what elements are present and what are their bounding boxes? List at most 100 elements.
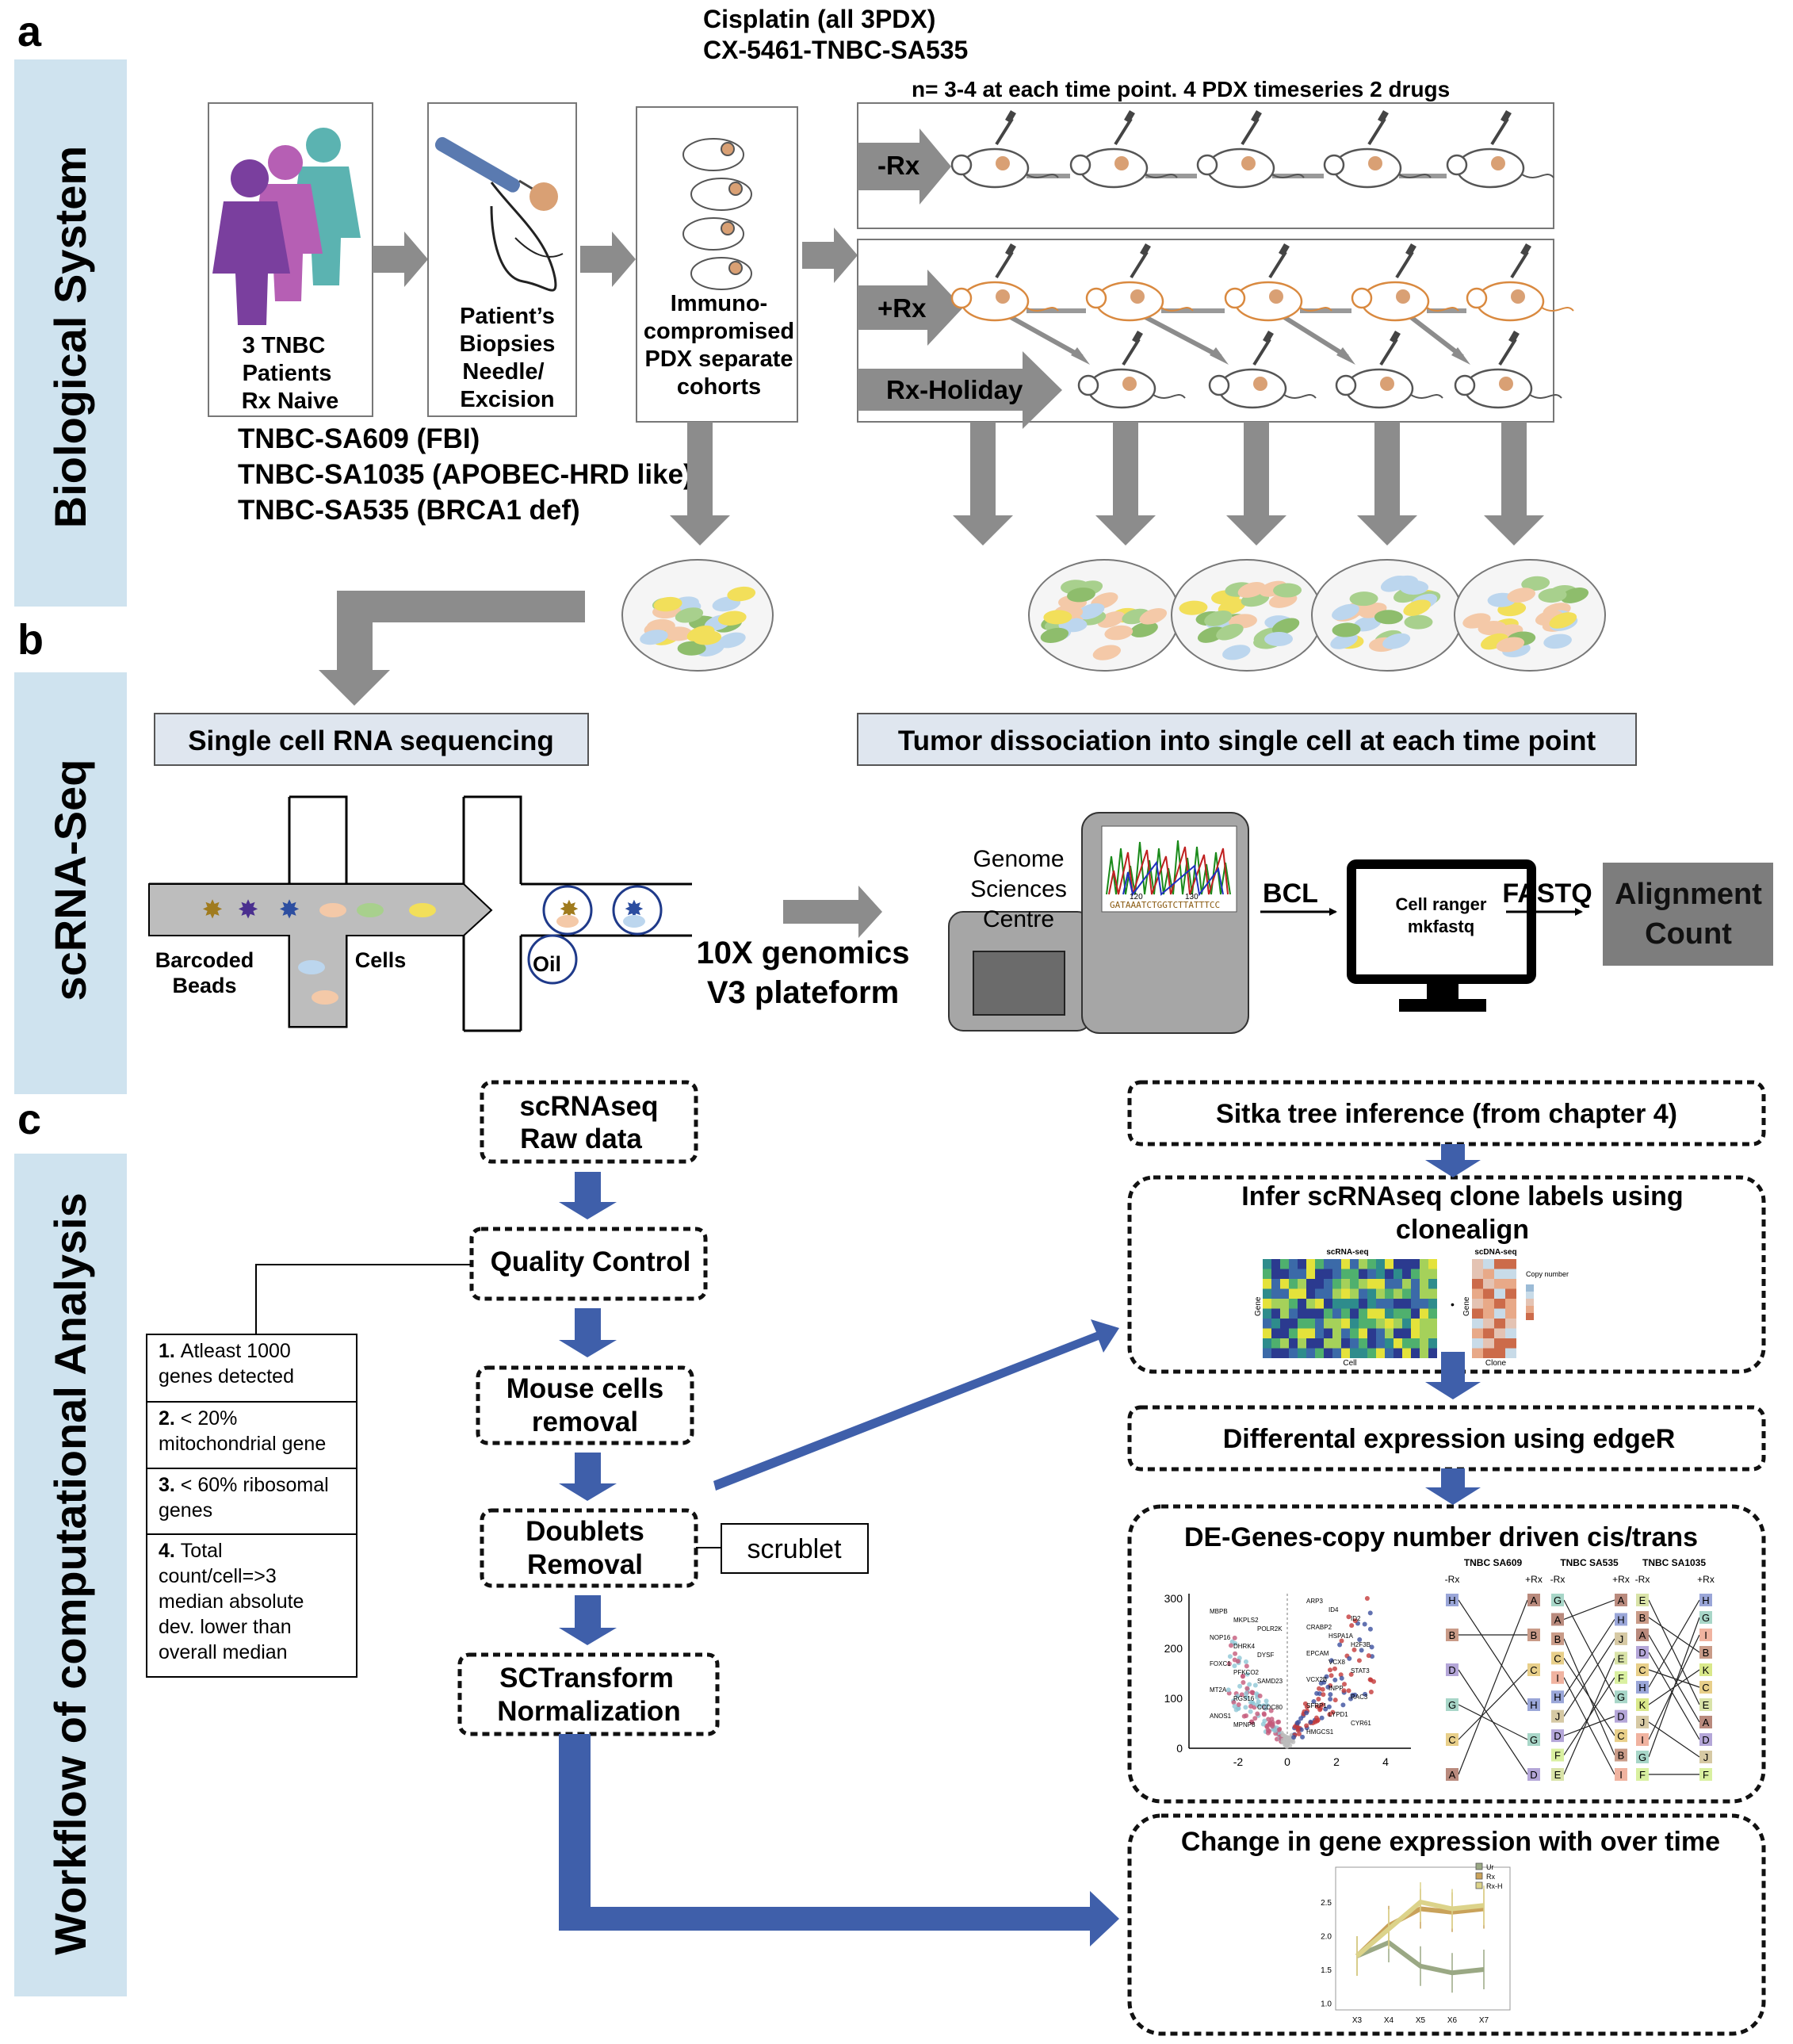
heatmap-cell [1315,1259,1324,1269]
criterion-cell [146,1334,357,1403]
down-arrow-blue [559,1308,617,1357]
cell-blob [1403,599,1431,616]
heatmap-cell [1263,1308,1271,1319]
criterion-text: Total [181,1540,223,1562]
clone-link [1648,1652,1700,1740]
volcano-point [1243,1705,1248,1710]
gene-label: CCDC80 [1257,1704,1283,1711]
mouse-tumor [1511,289,1525,304]
copy-number-cell [1505,1259,1516,1269]
biopsy-icon [434,136,564,292]
time-y-tick: 1.0 [1321,2000,1332,2009]
volcano-point [1332,1666,1337,1671]
clone-label: I [1556,1672,1559,1684]
heatmap-cell [1332,1338,1341,1349]
time-x-tick: X6 [1447,2016,1458,2025]
volcano-point [1233,1651,1238,1656]
clone-badge [1636,1733,1649,1746]
clone-label: C [1448,1734,1455,1746]
holiday-arrowhead [1451,347,1470,365]
heatmap-cell [1420,1279,1428,1289]
heatmap-cell [1315,1269,1324,1279]
criterion-number: 3. [159,1474,181,1496]
heatmap-cell [1402,1288,1411,1299]
biopsy-line-1: Patient’s [460,304,555,329]
volcano-point [1367,1626,1373,1632]
volcano-point [1356,1658,1362,1663]
clone-link [1648,1617,1700,1653]
biopsy-line-3: Needle/ [462,359,544,385]
clone-badge [1699,1698,1712,1711]
volcano-point [1339,1638,1344,1644]
down-arrow [953,422,1013,545]
cell-blob [1560,588,1589,603]
clone-label: D [1638,1647,1646,1659]
criterion-number: 2. [159,1407,181,1430]
sidebar-workflow [14,1154,127,1996]
volcano-point [1317,1686,1322,1691]
heatmap-cell [1306,1259,1315,1269]
heatmap-cell [1298,1319,1306,1329]
syringe-icon [995,117,1014,146]
heatmap-cell [1402,1308,1411,1319]
time-x-tick: X5 [1416,2016,1426,2025]
clone-badge [1551,1748,1564,1762]
clone-badge [1615,1748,1627,1762]
heatmap-cell [1420,1308,1428,1319]
syringe-plunger [1279,243,1290,257]
volcano-point [1240,1674,1245,1679]
heatmap-cell [1298,1338,1306,1349]
clone-link [1648,1617,1700,1758]
cell-blob [1273,583,1302,598]
volcano-point [1339,1675,1344,1681]
heatmap-cell [1393,1288,1402,1299]
syringe-icon [1395,251,1414,279]
copy-number-cell [1483,1319,1494,1329]
volcano-point [1239,1692,1244,1698]
heatmap-cell [1359,1279,1367,1289]
cell-blob [1507,588,1535,603]
cell-blob [693,630,722,645]
heatmap-cell [1393,1338,1402,1349]
clone-link [1458,1599,1528,1775]
holiday-branch [1144,315,1222,359]
mouse-tumor [1122,377,1137,391]
cell-blob [1216,623,1244,641]
heatmap-cell [1385,1308,1393,1319]
heatmap-cell [1428,1319,1437,1329]
mouse-tail [1026,307,1059,312]
volcano-point [1237,1683,1243,1689]
rx-label: +Rx [1525,1574,1543,1585]
clone-badge [1527,1629,1540,1641]
criterion-number: 1. [159,1340,181,1362]
volcano-point [1357,1636,1363,1642]
criterion-line: 2. < 20% [159,1407,237,1430]
clone-badge [1615,1671,1627,1684]
heatmap-cell [1385,1259,1393,1269]
heatmap-cell [1289,1259,1298,1269]
clone-label: J [1640,1717,1646,1728]
heatmap-cell [1332,1348,1341,1358]
clone-badge [1551,1671,1564,1684]
heatmap-cell [1341,1328,1350,1338]
syringe-icon [1498,338,1517,366]
heatmap-cell [1420,1259,1428,1269]
criterion-text: < 20% [181,1407,238,1430]
pdx-mice-icon [682,138,752,290]
heatmap-cell [1385,1348,1393,1358]
clone-table-title: TNBC SA1035 [1642,1557,1706,1568]
cell-blob [1538,588,1567,603]
mouse-tumor [1253,377,1267,391]
panel-c: scRNAseq Raw data Quality Control Mouse … [146,1080,1766,2036]
mouse-head [1069,154,1091,176]
gene-label: EPCAM [1306,1650,1329,1657]
heatmap-cell [1306,1269,1315,1279]
arrow-pdx-to-arms [802,228,858,283]
clone-badge [1615,1729,1627,1743]
clone-link [1648,1599,1700,1705]
heatmap-cell [1420,1299,1428,1309]
clone-badge [1636,1629,1649,1641]
panel-letter-a: a [17,8,42,56]
model-sa1035: TNBC-SA1035 (APOBEC-HRD like) [238,459,693,490]
